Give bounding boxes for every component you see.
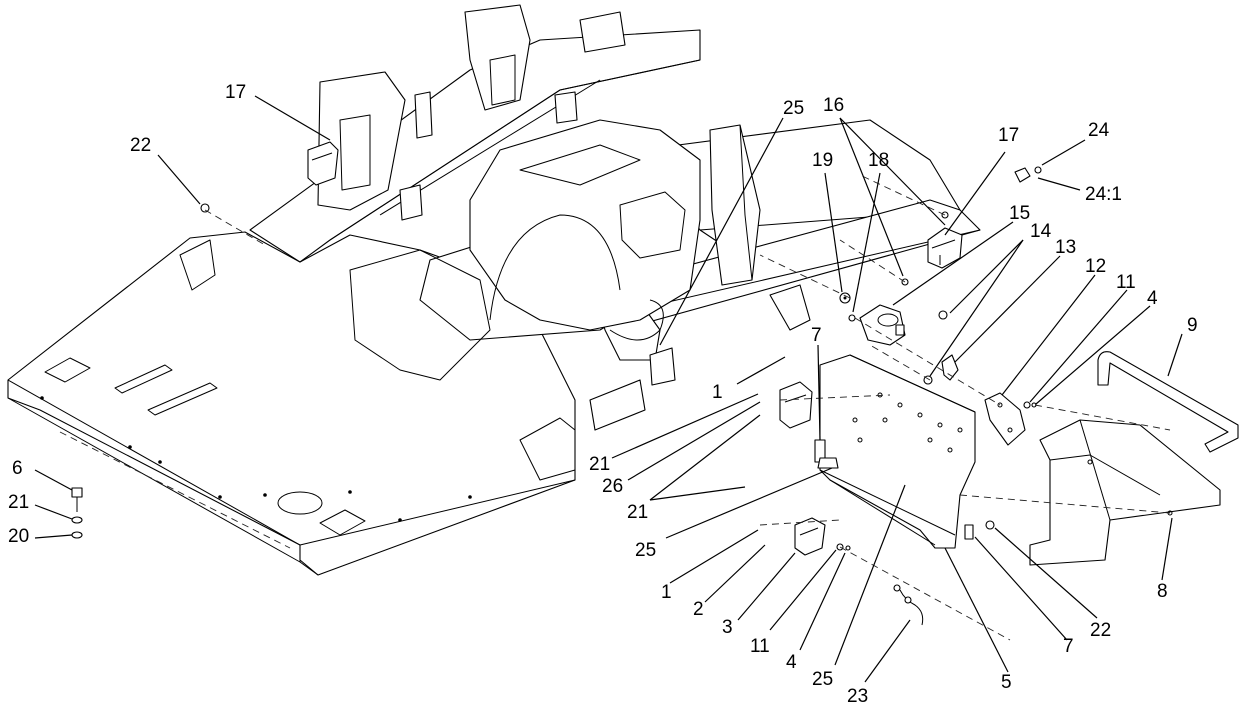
engine-housing: [349, 119, 701, 431]
callout-25-bottom: 25: [812, 669, 833, 690]
callout-11-top: 11: [1116, 272, 1136, 293]
callout-17-right: 17: [998, 125, 1019, 146]
callout-4-bottom: 4: [786, 652, 797, 673]
control-panel-plate: [819, 354, 976, 549]
callout-19: 19: [812, 150, 833, 171]
frame-deck-plate: [7, 231, 576, 576]
callout-25-mid: 25: [635, 540, 656, 561]
callout-7-top: 7: [811, 325, 822, 346]
callout-23: 23: [847, 686, 868, 707]
callout-1-top: 1: [712, 382, 723, 403]
callout-17-left: 17: [225, 82, 246, 103]
callout-3: 3: [722, 617, 733, 638]
callout-22-top: 22: [130, 135, 151, 156]
bolt-stack-6-21-20: [71, 487, 83, 539]
callout-6: 6: [12, 458, 23, 479]
callout-11-bottom: 11: [750, 636, 770, 657]
shield-part-8: [1029, 419, 1221, 566]
bracket-part-12: [984, 392, 1026, 446]
callout-2: 2: [693, 599, 704, 620]
callout-7-bottom: 7: [1063, 636, 1074, 657]
callout-25-top: 25: [783, 98, 804, 119]
frame-upper-rails: [249, 4, 981, 361]
callout-14: 14: [1030, 221, 1052, 242]
callout-15: 15: [1009, 203, 1030, 224]
callout-21-a: 21: [589, 454, 610, 475]
callout-21-left: 21: [8, 492, 29, 513]
switch-part-26: [779, 381, 813, 429]
relay-part-17-left: [307, 141, 339, 186]
assembly-lines: [204, 174, 1171, 641]
callout-22-bottom: 22: [1090, 620, 1111, 641]
callout-12: 12: [1085, 256, 1106, 277]
callout-5: 5: [1001, 672, 1012, 693]
callout-8: 8: [1157, 581, 1168, 602]
callout-9: 9: [1187, 315, 1198, 336]
callout-16: 16: [823, 95, 844, 116]
wire-harness-part-23: [893, 584, 924, 626]
handle-rod-part-9: [1097, 351, 1239, 453]
callout-1-bottom: 1: [661, 582, 672, 603]
solenoid-part-15: [859, 304, 906, 346]
leader-lines: [34, 95, 1183, 683]
callout-26: 26: [602, 476, 623, 497]
switch-part-3: [794, 517, 826, 556]
callout-labels: 17 22 25 16 17 24 24:1 19 18 15 14 13 12…: [8, 82, 1198, 707]
callout-13: 13: [1055, 237, 1076, 258]
hardware-small-parts: [200, 166, 1042, 551]
callout-21-b: 21: [627, 502, 648, 523]
callout-20: 20: [8, 526, 29, 547]
callout-4-top: 4: [1147, 288, 1158, 309]
callout-18: 18: [868, 150, 889, 171]
callout-24: 24: [1088, 120, 1110, 141]
callout-24-1: 24:1: [1085, 184, 1122, 205]
